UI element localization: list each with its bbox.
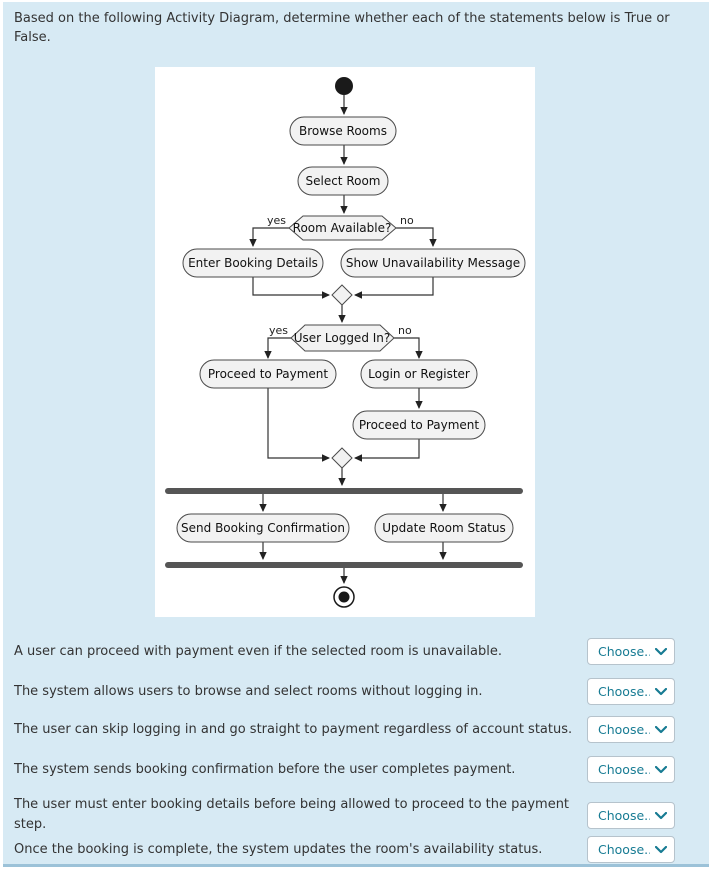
end-node	[333, 586, 355, 608]
svg-text:Browse Rooms: Browse Rooms	[299, 124, 387, 138]
answer-dropdown-wrap-6: Choose...	[587, 836, 675, 863]
edge-decision2-yes	[264, 337, 291, 359]
edge-message-merge1	[354, 277, 434, 299]
node-show-unavailability-message: Show Unavailability Message	[340, 248, 526, 278]
merge-diamond-2	[331, 447, 353, 469]
answer-dropdown-4[interactable]: Choose...	[587, 756, 675, 783]
node-proceed-to-payment-2: Proceed to Payment	[352, 410, 486, 440]
answer-dropdown-3[interactable]: Choose...	[587, 716, 675, 743]
edge-payment1-merge2	[267, 388, 330, 462]
merge-diamond-1	[331, 284, 353, 306]
svg-text:Proceed to Payment: Proceed to Payment	[208, 367, 329, 381]
answer-dropdown-5[interactable]: Choose...	[587, 801, 675, 829]
svg-text:Send Booking Confirmation: Send Booking Confirmation	[181, 521, 345, 535]
fork-bar	[165, 488, 523, 494]
edge-decision2-no	[394, 337, 423, 359]
answer-dropdown-6[interactable]: Choose...	[587, 836, 675, 863]
svg-text:Login or Register: Login or Register	[368, 367, 470, 381]
branch-label-yes-2: yes	[269, 324, 288, 337]
activity-diagram: Browse Rooms Select Room Room Available?…	[165, 77, 526, 608]
node-login-or-register: Login or Register	[360, 359, 478, 389]
statement-row-1: A user can proceed with payment even if …	[14, 638, 675, 665]
svg-text:Proceed to Payment: Proceed to Payment	[359, 418, 480, 432]
branch-label-no-1: no	[400, 214, 414, 227]
answer-dropdown-wrap-5: Choose...	[587, 801, 675, 829]
statement-text-1: A user can proceed with payment even if …	[14, 643, 502, 659]
branch-label-yes-1: yes	[267, 214, 286, 227]
statement-row-3: The user can skip logging in and go stra…	[14, 716, 675, 743]
question-text: Based on the following Activity Diagram,…	[14, 11, 670, 45]
statement-row-2: The system allows users to browse and se…	[14, 678, 675, 705]
join-bar	[165, 562, 523, 568]
svg-text:Update Room Status: Update Room Status	[382, 521, 506, 535]
svg-text:Enter Booking Details: Enter Booking Details	[188, 256, 318, 270]
node-select-room: Select Room	[297, 166, 389, 196]
statement-text-5: The user must enter booking details befo…	[14, 797, 570, 832]
start-node	[335, 77, 353, 95]
statement-text-2: The system allows users to browse and se…	[14, 683, 483, 699]
decision-user-logged-in: User Logged In?	[290, 324, 395, 352]
statement-row-5: The user must enter booking details befo…	[14, 795, 675, 835]
svg-text:User Logged In?: User Logged In?	[294, 331, 391, 345]
edge-payment2-merge2	[354, 439, 420, 462]
answer-dropdown-2[interactable]: Choose...	[587, 678, 675, 705]
statement-row-6: Once the booking is complete, the system…	[14, 836, 675, 863]
activity-diagram-container: Browse Rooms Select Room Room Available?…	[155, 67, 535, 617]
node-update-room-status: Update Room Status	[374, 513, 514, 543]
statement-text-3: The user can skip logging in and go stra…	[14, 721, 573, 737]
edge-decision1-yes	[249, 227, 289, 247]
answer-dropdown-wrap-3: Choose...	[587, 716, 675, 743]
quiz-panel: Based on the following Activity Diagram,…	[3, 2, 709, 867]
answer-dropdown-wrap-4: Choose...	[587, 756, 675, 783]
node-proceed-to-payment-1: Proceed to Payment	[199, 359, 337, 389]
answer-dropdown-wrap-1: Choose...	[587, 638, 675, 665]
statement-text-6: Once the booking is complete, the system…	[14, 841, 543, 857]
edge-details-merge1	[252, 277, 330, 299]
node-send-booking-confirmation: Send Booking Confirmation	[176, 513, 350, 543]
answer-dropdown-1[interactable]: Choose...	[587, 638, 675, 665]
svg-text:Show Unavailability Message: Show Unavailability Message	[346, 256, 520, 270]
statement-row-4: The system sends booking confirmation be…	[14, 756, 675, 783]
statement-text-4: The system sends booking confirmation be…	[14, 761, 516, 777]
answer-dropdown-wrap-2: Choose...	[587, 678, 675, 705]
svg-text:Select Room: Select Room	[305, 174, 380, 188]
decision-room-available: Room Available?	[288, 215, 397, 241]
node-enter-booking-details: Enter Booking Details	[182, 248, 324, 278]
edge-decision1-no	[396, 227, 437, 247]
node-browse-rooms: Browse Rooms	[289, 116, 397, 146]
svg-text:Room Available?: Room Available?	[293, 221, 392, 235]
branch-label-no-2: no	[398, 324, 412, 337]
